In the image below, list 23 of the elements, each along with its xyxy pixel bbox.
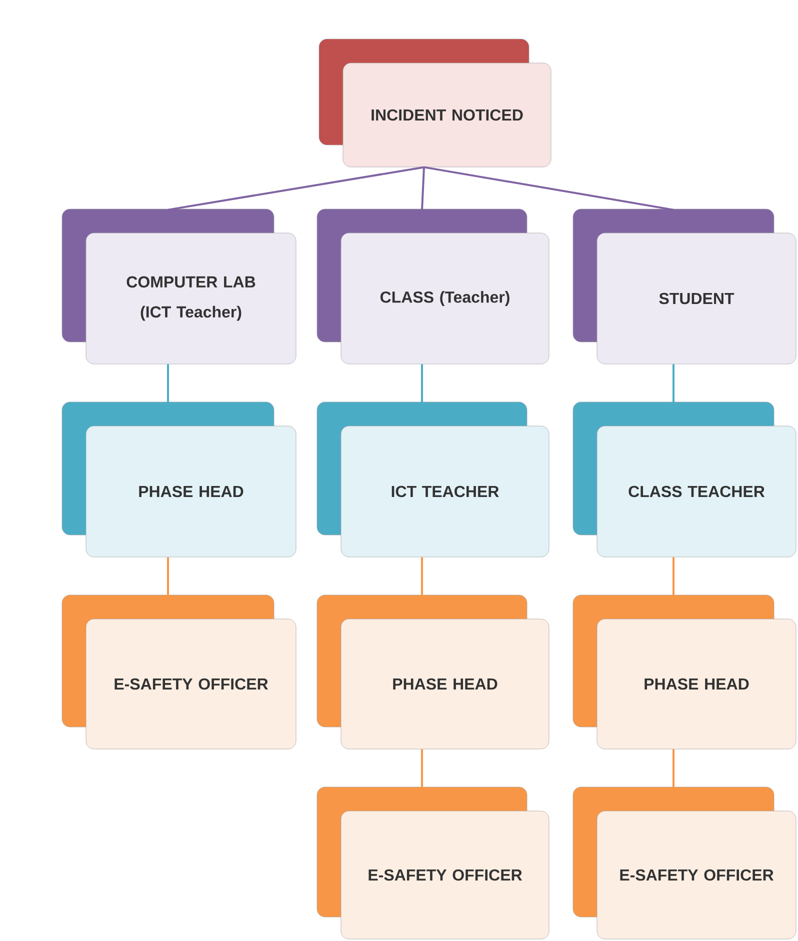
node-box: PHASE HEAD	[62, 402, 296, 558]
node-box: PHASE HEAD	[316, 594, 550, 750]
node-box: CLASS TEACHER	[572, 402, 796, 558]
connector-line	[421, 167, 425, 210]
connector-line	[168, 166, 424, 211]
node-box: E-SAFETY OFFICER	[316, 786, 550, 940]
connector-line	[672, 364, 674, 403]
node-box: INCIDENT NOTICED	[318, 38, 552, 168]
node-box: E-SAFETY OFFICER	[62, 594, 296, 750]
connector-line	[421, 364, 423, 403]
node-box: STUDENT	[572, 208, 796, 364]
connector-line	[167, 557, 169, 596]
node-box: COMPUTER LAB (ICT Teacher)	[62, 208, 296, 364]
connector-line	[424, 166, 674, 211]
connector-line	[421, 749, 423, 788]
node-box: ICT TEACHER	[316, 402, 550, 558]
node-box: CLASS (Teacher)	[316, 208, 550, 364]
node-box: E-SAFETY OFFICER	[572, 786, 796, 940]
node-box: PHASE HEAD	[572, 594, 796, 750]
connector-line	[672, 557, 674, 596]
connector-line	[672, 749, 674, 788]
connector-line	[167, 364, 169, 403]
connector-line	[421, 557, 423, 596]
